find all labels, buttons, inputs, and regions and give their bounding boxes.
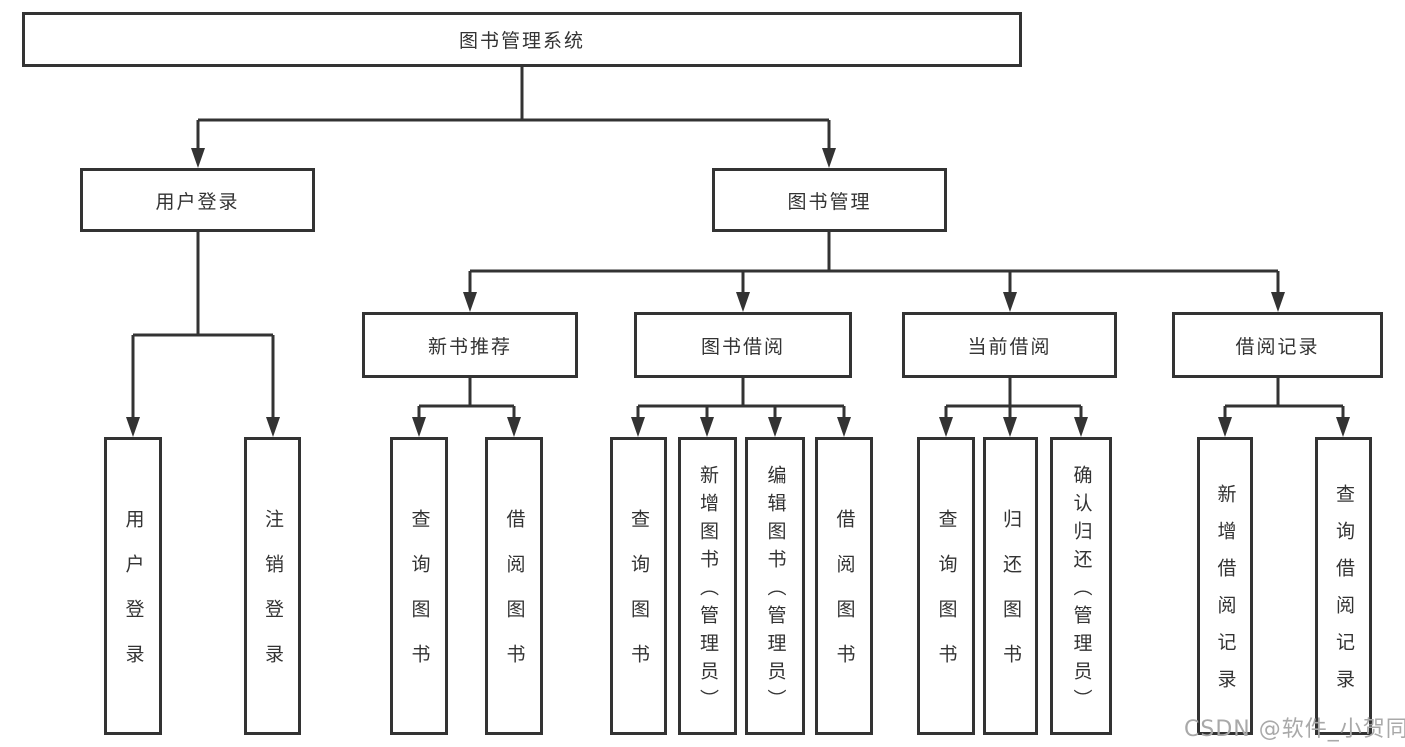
leaf-recommend-query-books: 查询图书 (390, 437, 448, 735)
node-borrowing-records-label: 借阅记录 (1235, 335, 1320, 358)
leaf-borrow-query-books-label: 查询图书 (628, 509, 650, 689)
leaf-records-query-record-label: 查询借阅记录 (1333, 484, 1355, 706)
leaf-current-query-books: 查询图书 (917, 437, 975, 735)
node-new-book-recommend: 新书推荐 (362, 312, 578, 378)
node-user-login-label: 用户登录 (155, 190, 240, 213)
connector-segments (131, 67, 1345, 425)
leaf-current-return-books-label: 归还图书 (1000, 509, 1022, 689)
connector-arrowheads (126, 148, 1350, 437)
node-root-label: 图书管理系统 (458, 30, 585, 52)
leaf-current-return-books: 归还图书 (983, 437, 1038, 735)
leaf-logout-label: 注销登录 (262, 509, 284, 689)
node-current-borrowing: 当前借阅 (902, 312, 1117, 378)
leaf-borrow-borrow-books: 借阅图书 (815, 437, 873, 735)
node-new-book-recommend-label: 新书推荐 (427, 335, 512, 358)
leaf-recommend-query-books-label: 查询图书 (408, 509, 431, 689)
leaf-recommend-borrow-books-label: 借阅图书 (503, 509, 526, 689)
leaf-borrow-borrow-books-label: 借阅图书 (833, 509, 856, 689)
leaf-current-confirm-return-admin-label: 确认归还（管理员） (1070, 464, 1093, 717)
node-root: 图书管理系统 (22, 12, 1022, 67)
leaf-logout: 注销登录 (244, 437, 301, 735)
leaf-user-login: 用户登录 (104, 437, 162, 735)
node-book-management: 图书管理 (712, 168, 947, 232)
leaf-current-confirm-return-admin: 确认归还（管理员） (1050, 437, 1112, 735)
leaf-borrow-edit-books-admin: 编辑图书（管理员） (745, 437, 805, 735)
leaf-records-add-record: 新增借阅记录 (1197, 437, 1253, 735)
leaf-current-query-books-label: 查询图书 (935, 509, 958, 689)
leaf-borrow-add-books-admin: 新增图书（管理员） (678, 437, 737, 735)
leaf-borrow-query-books: 查询图书 (610, 437, 667, 735)
node-user-login: 用户登录 (80, 168, 315, 232)
node-book-borrowing: 图书借阅 (634, 312, 852, 378)
node-current-borrowing-label: 当前借阅 (967, 335, 1052, 358)
leaf-records-query-record: 查询借阅记录 (1315, 437, 1372, 735)
leaf-borrow-add-books-admin-label: 新增图书（管理员） (697, 464, 719, 717)
leaf-records-add-record-label: 新增借阅记录 (1214, 484, 1237, 706)
watermark-text: CSDN @软件_小贺同学 (1184, 717, 1405, 742)
node-book-borrowing-label: 图书借阅 (700, 335, 785, 358)
leaf-user-login-label: 用户登录 (122, 509, 145, 689)
node-book-management-label: 图书管理 (787, 190, 872, 213)
leaf-borrow-edit-books-admin-label: 编辑图书（管理员） (764, 464, 787, 717)
node-borrowing-records: 借阅记录 (1172, 312, 1383, 378)
leaf-recommend-borrow-books: 借阅图书 (485, 437, 543, 735)
